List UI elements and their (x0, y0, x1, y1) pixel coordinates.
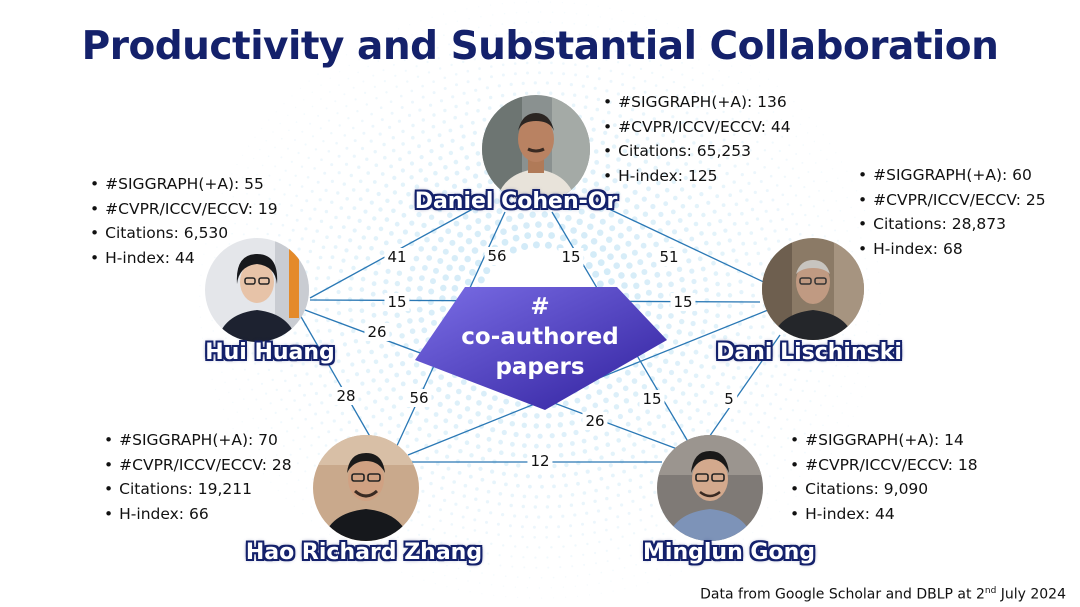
stats-hui-huang: #SIGGRAPH(+A): 55 #CVPR/ICCV/ECCV: 19 Ci… (90, 172, 278, 271)
edge-label-zhang-lischinski: 56 (406, 389, 432, 407)
avatar-minglun-gong (657, 435, 763, 541)
edge-cohen-lischinski (589, 199, 771, 286)
edge-lischinski-gong (706, 334, 781, 441)
footnote-ordinal: nd (984, 586, 997, 597)
edge-label-huang-lischinski-left: 15 (384, 293, 410, 311)
stats-hao-richard-zhang: #SIGGRAPH(+A): 70 #CVPR/ICCV/ECCV: 28 Ci… (104, 428, 292, 527)
slide-title: Productivity and Substantial Collaborati… (81, 24, 999, 69)
stat-hindex: H-index: 66 (104, 502, 292, 527)
edge-label-huang-gong: 26 (364, 323, 390, 341)
name-dani-lischinski: Dani Lischinski (716, 340, 902, 365)
stat-cvpr: #CVPR/ICCV/ECCV: 19 (90, 197, 277, 222)
name-hui-huang: Hui Huang (205, 340, 335, 365)
avatar-daniel-cohen-or (482, 95, 590, 203)
stat-citations: Citations: 19,211 (104, 477, 292, 502)
edge-huang-zhang (299, 314, 373, 441)
stat-siggraph: #SIGGRAPH(+A): 55 (90, 172, 278, 197)
edge-label-lischinski-gong-right: 5 (721, 390, 737, 408)
avatar-hao-richard-zhang (313, 435, 419, 541)
center-label: # co-authored papers (461, 292, 618, 382)
edge-label-cohen-lischinski: 51 (656, 248, 682, 266)
stat-cvpr: #CVPR/ICCV/ECCV: 25 (858, 188, 1045, 213)
footnote-suffix: July 2024 (996, 587, 1066, 603)
stat-citations: Citations: 6,530 (90, 221, 278, 246)
edge-label-cohen-zhang: 56 (484, 247, 510, 265)
stat-siggraph: #SIGGRAPH(+A): 70 (104, 428, 292, 453)
stat-hindex: H-index: 44 (790, 502, 978, 527)
center-hexagon (415, 287, 667, 410)
edge-label-cohen-gong: 15 (558, 248, 584, 266)
stat-citations: Citations: 65,253 (603, 139, 791, 164)
avatar-dani-lischinski (762, 238, 864, 340)
stats-dani-lischinski: #SIGGRAPH(+A): 60 #CVPR/ICCV/ECCV: 25 Ci… (858, 163, 1046, 262)
stat-citations: Citations: 28,873 (858, 212, 1046, 237)
stat-hindex: H-index: 44 (90, 246, 278, 271)
stats-minglun-gong: #SIGGRAPH(+A): 14 #CVPR/ICCV/ECCV: 18 Ci… (790, 428, 978, 527)
data-source-footnote: Data from Google Scholar and DBLP at 2nd… (700, 586, 1066, 603)
edge-label-lischinski-gong: 15 (639, 390, 665, 408)
stat-cvpr: #CVPR/ICCV/ECCV: 44 (603, 115, 790, 140)
edge-label-zhang-gong-cross: 26 (582, 412, 608, 430)
edge-label-cohen-huang: 41 (384, 248, 410, 266)
center-line-papers: papers (495, 354, 585, 380)
stat-siggraph: #SIGGRAPH(+A): 136 (603, 90, 791, 115)
edge-label-zhang-gong: 12 (527, 452, 553, 470)
edge-label-huang-lischinski-right: 15 (670, 293, 696, 311)
stats-daniel-cohen-or: #SIGGRAPH(+A): 136 #CVPR/ICCV/ECCV: 44 C… (603, 90, 791, 189)
footnote-prefix: Data from Google Scholar and DBLP at 2 (700, 587, 985, 603)
edge-label-huang-zhang: 28 (333, 387, 359, 405)
name-minglun-gong: Minglun Gong (643, 540, 815, 565)
stat-hindex: H-index: 68 (858, 237, 1046, 262)
center-hash: # (530, 294, 550, 320)
stat-citations: Citations: 9,090 (790, 477, 978, 502)
stat-cvpr: #CVPR/ICCV/ECCV: 18 (790, 453, 977, 478)
stat-siggraph: #SIGGRAPH(+A): 14 (790, 428, 978, 453)
center-line-coauthored: co-authored (461, 324, 619, 350)
stat-siggraph: #SIGGRAPH(+A): 60 (858, 163, 1046, 188)
stat-cvpr: #CVPR/ICCV/ECCV: 28 (104, 453, 291, 478)
name-daniel-cohen-or: Daniel Cohen-Or (414, 189, 618, 214)
stat-hindex: H-index: 125 (603, 164, 791, 189)
name-hao-richard-zhang: Hao Richard Zhang (245, 540, 483, 565)
